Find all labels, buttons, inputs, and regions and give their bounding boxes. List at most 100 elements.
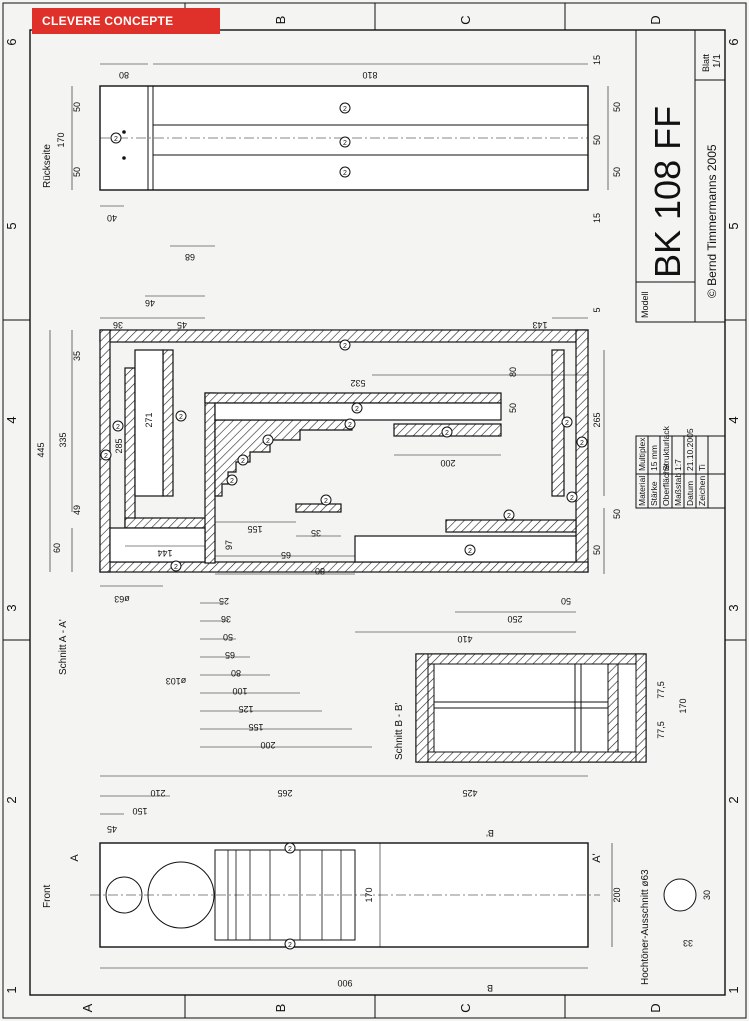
brand-banner: CLEVERE CONCEPTE bbox=[32, 8, 220, 34]
dim-back-40: 40 bbox=[107, 213, 117, 223]
section-b-view: Schnitt B - B' 77,5 170 77,5 bbox=[394, 653, 688, 763]
dim-step-50: 50 bbox=[223, 632, 233, 642]
grid-number-2-right: 2 bbox=[726, 796, 741, 803]
svg-text:2: 2 bbox=[468, 548, 472, 555]
dim-front-265: 265 bbox=[277, 788, 292, 798]
grid-letter-a: A bbox=[80, 1003, 95, 1012]
dim-63: ø63 bbox=[114, 594, 130, 604]
grid-number-1: 1 bbox=[4, 986, 19, 993]
svg-text:2: 2 bbox=[174, 564, 178, 571]
svg-text:2: 2 bbox=[570, 495, 574, 502]
grid-number-2: 2 bbox=[4, 796, 19, 803]
front-view-title: Front bbox=[42, 884, 53, 908]
dim-back-80: 80 bbox=[119, 70, 129, 80]
svg-text:2: 2 bbox=[116, 424, 120, 431]
dim-50a: 50 bbox=[508, 403, 518, 413]
svg-text:2: 2 bbox=[580, 440, 584, 447]
grid-number-3: 3 bbox=[4, 604, 19, 611]
dim-250: 250 bbox=[507, 614, 522, 624]
mark-b-prime: B' bbox=[486, 828, 494, 838]
author-credit: © Bernd Timmermanns 2005 bbox=[705, 144, 719, 298]
dim-410: 410 bbox=[457, 634, 472, 644]
svg-text:2: 2 bbox=[348, 422, 352, 429]
grid-number-6: 6 bbox=[4, 38, 19, 45]
grid-letter-c-top: C bbox=[458, 15, 473, 24]
dim-step-25: 25 bbox=[219, 596, 229, 606]
svg-text:2: 2 bbox=[241, 458, 245, 465]
row-label-zeichen: Zeichen bbox=[697, 475, 707, 506]
tweeter-cutout-label: Hochtöner-Ausschnitt ø63 bbox=[640, 869, 651, 985]
sheet-number: 1/1 bbox=[712, 54, 723, 68]
svg-text:2: 2 bbox=[230, 478, 234, 485]
grid-letter-b-top: B bbox=[273, 16, 288, 25]
dim-step-36: 36 bbox=[221, 614, 231, 624]
dim-80a: 80 bbox=[315, 566, 325, 576]
dim-68: 68 bbox=[185, 252, 195, 262]
dim-back-810: 810 bbox=[362, 70, 377, 80]
row-value-staerke: 15 mm bbox=[649, 445, 659, 471]
dim-5: 5 bbox=[592, 307, 602, 312]
dim-200a: 200 bbox=[440, 458, 455, 468]
dim-77-5a: 77,5 bbox=[656, 681, 666, 699]
dim-back-15a: 15 bbox=[592, 55, 602, 65]
grid-number-1-right: 1 bbox=[726, 986, 741, 993]
dim-front-200: 200 bbox=[612, 887, 622, 902]
dim-50d: 50 bbox=[561, 596, 571, 606]
svg-text:2: 2 bbox=[343, 140, 347, 147]
grid-number-6-right: 6 bbox=[726, 38, 741, 45]
dim-step-65: 65 bbox=[225, 650, 235, 660]
dim-265: 265 bbox=[592, 412, 602, 427]
part-marker: 2 2 2 2 2 2 2 2 2 2 2 2 2 2 2 2 2 bbox=[100, 339, 588, 572]
front-view: Front Hochtöner-Ausschnitt ø63 45 150 2 1… bbox=[42, 775, 712, 993]
dim-170b: 170 bbox=[678, 698, 688, 713]
grid-number-5-right: 5 bbox=[726, 222, 741, 229]
title-block: Modell BK 108 FF © Bernd Timmermanns 200… bbox=[635, 29, 726, 509]
part-marker: 2 2 bbox=[284, 842, 296, 950]
model-name: BK 108 FF bbox=[647, 106, 688, 278]
dim-back-50c: 50 bbox=[612, 167, 622, 177]
svg-text:2: 2 bbox=[266, 438, 270, 445]
section-a-title: Schnitt A - A' bbox=[58, 619, 69, 675]
dim-532: 532 bbox=[350, 378, 365, 388]
brand-label: CLEVERE CONCEPTE bbox=[42, 14, 174, 28]
model-label: Modell bbox=[640, 291, 650, 318]
mark-a: A bbox=[69, 854, 81, 862]
svg-text:2: 2 bbox=[565, 420, 569, 427]
mark-b: B bbox=[487, 983, 493, 993]
grid-letter-d-top: D bbox=[648, 15, 663, 24]
dim-335: 335 bbox=[58, 432, 68, 447]
row-value-datum: 21.10.2005 bbox=[685, 428, 695, 471]
dim-271: 271 bbox=[144, 412, 154, 427]
dim-50b: 50 bbox=[612, 509, 622, 519]
dim-65a: 65 bbox=[281, 550, 291, 560]
grid-letter-c: C bbox=[458, 1003, 473, 1012]
dim-back-50b: 50 bbox=[592, 135, 602, 145]
grid-number-3-right: 3 bbox=[726, 604, 741, 611]
svg-text:2: 2 bbox=[288, 846, 292, 853]
dim-front-900: 900 bbox=[337, 978, 352, 988]
dim-49: 49 bbox=[72, 505, 82, 515]
row-label-material: Material bbox=[637, 476, 647, 506]
dim-front-33: 33 bbox=[683, 938, 693, 948]
svg-text:2: 2 bbox=[104, 453, 108, 460]
dim-143: 143 bbox=[532, 320, 547, 330]
grid-number-5: 5 bbox=[4, 222, 19, 229]
row-value-zeichen: Ti bbox=[697, 464, 707, 471]
dim-445: 445 bbox=[36, 442, 46, 457]
dim-front-170: 170 bbox=[364, 887, 374, 902]
dim-front-45: 45 bbox=[107, 824, 117, 834]
dim-36: 36 bbox=[113, 320, 123, 330]
svg-text:2: 2 bbox=[445, 430, 449, 437]
grid-letter-d: D bbox=[648, 1003, 663, 1012]
svg-text:2: 2 bbox=[114, 136, 118, 143]
dim-step-100: 100 bbox=[232, 686, 247, 696]
sheet-label: Blatt bbox=[701, 53, 711, 72]
dim-97: 97 bbox=[224, 540, 234, 550]
dim-step-125: 125 bbox=[238, 704, 253, 714]
dim-front-150: 150 bbox=[132, 806, 147, 816]
row-value-massstab: 1:7 bbox=[673, 459, 683, 471]
dim-45: 45 bbox=[177, 320, 187, 330]
svg-text:2: 2 bbox=[343, 170, 347, 177]
